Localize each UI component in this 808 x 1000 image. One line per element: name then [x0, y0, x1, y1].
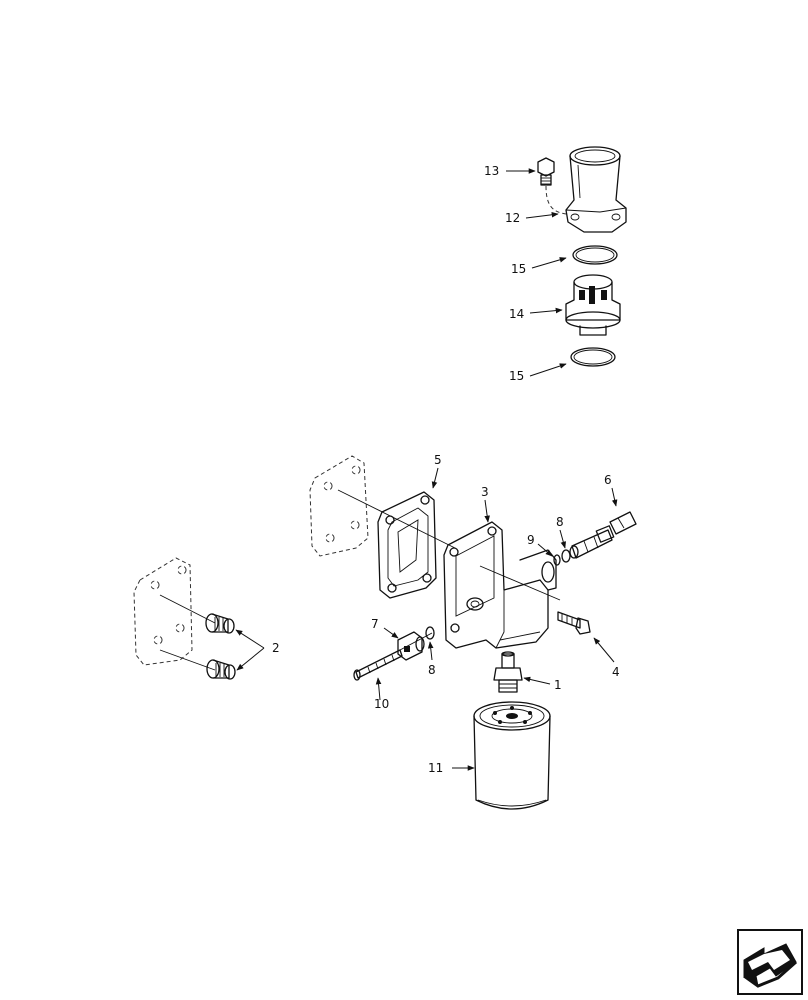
plug-part-2-lower: [206, 659, 236, 680]
leader-lines: [235, 168, 618, 771]
thermostat-part-14: [565, 274, 621, 336]
callout-15-lower: 15: [509, 369, 524, 383]
callout-6: 6: [604, 473, 612, 487]
bolt-part-4: [557, 611, 591, 635]
relief-valve-part-6: [569, 511, 637, 559]
callout-11: 11: [428, 761, 443, 775]
callout-10: 10: [374, 697, 389, 711]
callout-12: 12: [505, 211, 520, 225]
callout-14: 14: [509, 307, 524, 321]
callout-5: 5: [434, 453, 442, 467]
callout-3: 3: [481, 485, 489, 499]
o-ring-part-15-lower: [570, 347, 616, 367]
callout-8-lower: 8: [428, 663, 436, 677]
o-ring-part-8-upper: [561, 549, 571, 563]
callout-9: 9: [527, 533, 535, 547]
bolt-part-10: [353, 649, 403, 681]
plug-part-2-upper: [205, 613, 235, 634]
next-page-arrow-icon[interactable]: [737, 929, 803, 995]
filter-head-part-3: [443, 521, 561, 649]
o-ring-part-15-upper: [572, 245, 618, 265]
callout-7: 7: [371, 617, 379, 631]
adapter-part-1: [493, 651, 523, 693]
o-ring-part-9: [553, 554, 561, 566]
callout-13: 13: [484, 164, 499, 178]
engine-block-mount-center: [309, 455, 456, 557]
thermostat-housing-part-12: [565, 146, 627, 233]
bolt-part-13: [537, 157, 555, 186]
fitting-part-7: [397, 631, 425, 661]
gasket-part-5: [377, 491, 437, 599]
callout-15-upper: 15: [511, 262, 526, 276]
callout-4: 4: [612, 665, 620, 679]
callout-1: 1: [554, 678, 562, 692]
oil-filter-part-11: [473, 701, 551, 810]
callout-8-upper: 8: [556, 515, 564, 529]
callout-2: 2: [272, 641, 280, 655]
o-ring-part-8-lower: [425, 626, 435, 640]
engine-block-mount-left: [133, 557, 216, 671]
